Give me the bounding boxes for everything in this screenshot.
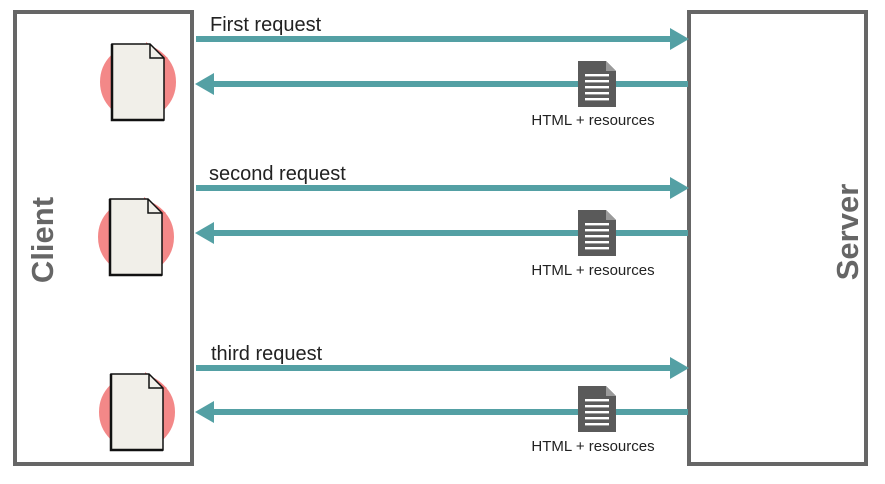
page-reload-icon xyxy=(106,42,169,122)
page-reload-icon xyxy=(105,372,168,452)
exchange-3: third request HTML + resources xyxy=(105,343,689,455)
request-arrow xyxy=(196,28,689,50)
document-icon xyxy=(578,210,616,256)
exchange-1: First request HTML + resources xyxy=(106,14,689,129)
document-icon xyxy=(578,386,616,432)
exchange-2: second request HTML + resources xyxy=(104,163,689,279)
request-label: First request xyxy=(210,14,322,36)
response-label: HTML + resources xyxy=(531,438,654,455)
request-arrow xyxy=(196,177,689,199)
server-box xyxy=(687,10,868,466)
response-label: HTML + resources xyxy=(531,112,654,129)
client-label: Client xyxy=(25,197,60,283)
server-label: Server xyxy=(830,184,865,281)
document-icon xyxy=(578,61,616,107)
request-label: third request xyxy=(211,343,323,365)
request-arrow xyxy=(196,357,689,379)
server-node: Server xyxy=(687,10,868,466)
page-reload-icon xyxy=(104,197,167,277)
request-label: second request xyxy=(209,163,346,185)
response-label: HTML + resources xyxy=(531,262,654,279)
